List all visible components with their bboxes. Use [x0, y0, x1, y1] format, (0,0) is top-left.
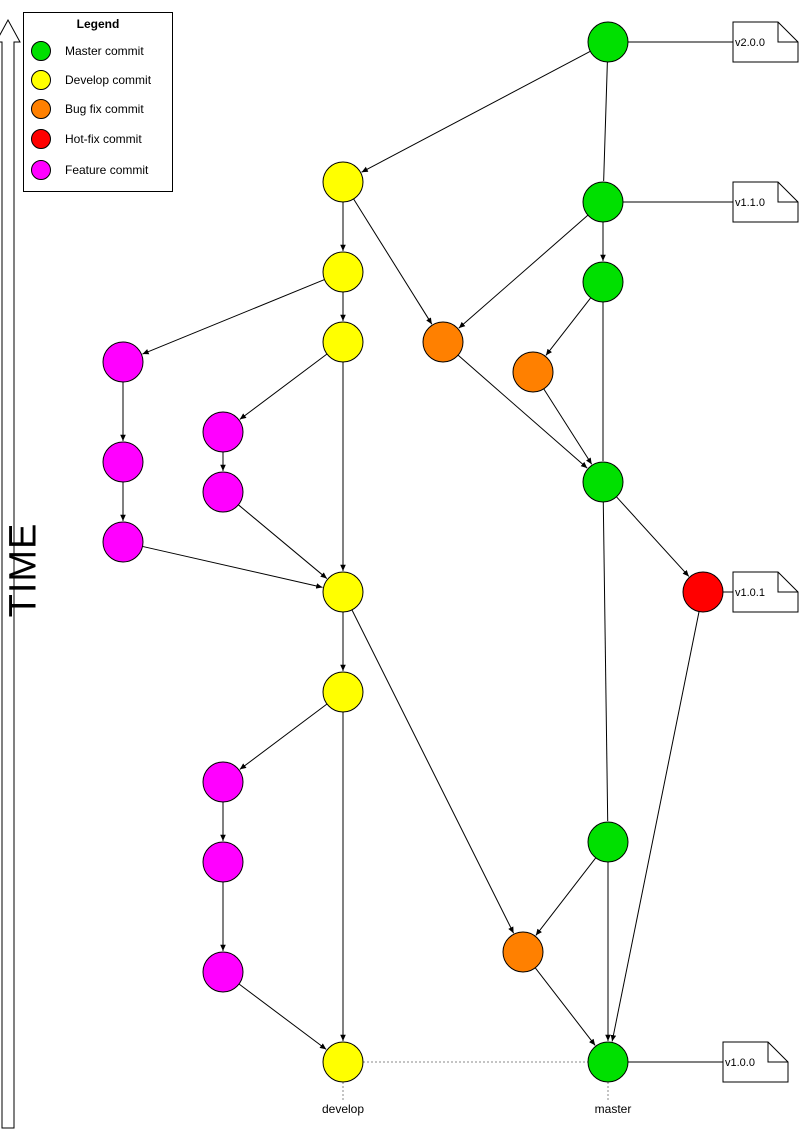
version-tag-label: v1.1.0 — [735, 197, 765, 209]
commit-edge — [238, 983, 327, 1050]
commit-edge — [142, 545, 323, 589]
commit-edge — [535, 857, 597, 936]
commit-edge — [239, 353, 328, 420]
note-fold — [777, 572, 798, 593]
legend-item-label: Hot-fix commit — [65, 132, 142, 146]
legend-item-label: Master commit — [65, 44, 144, 58]
legend-item-bugfix: Bug fix commit — [31, 98, 144, 120]
master-commit — [587, 821, 629, 863]
time-label: TIME — [2, 522, 45, 618]
version-tag-label: v2.0.0 — [735, 37, 765, 49]
note-shape — [732, 181, 799, 223]
commit-edge — [534, 967, 596, 1046]
bugfix-commit-swatch — [31, 99, 51, 119]
feature-commit — [202, 471, 244, 513]
commit-edge — [610, 611, 700, 1042]
legend-item-label: Feature commit — [65, 163, 149, 177]
bugfix-commit — [422, 321, 464, 363]
commit-edge — [238, 504, 328, 579]
develop-commit — [322, 321, 364, 363]
time-axis — [0, 18, 21, 1129]
version-tag-label: v1.0.1 — [735, 587, 765, 599]
note-shape — [722, 1041, 789, 1083]
master-commit — [582, 261, 624, 303]
commit-edge — [458, 214, 589, 329]
version-tag-note: v1.0.0 — [722, 1041, 789, 1083]
develop-commit — [322, 671, 364, 713]
master-commit — [582, 461, 624, 503]
version-tag-label: v1.0.0 — [725, 1057, 755, 1069]
commit-edges — [120, 50, 700, 1050]
note-fold — [767, 1042, 788, 1063]
feature-commit — [202, 951, 244, 993]
legend-title: Legend — [76, 17, 120, 31]
version-tag-note: v1.1.0 — [732, 181, 799, 223]
note-shape — [732, 571, 799, 613]
version-tags: v2.0.0 v1.1.0 v1.0.1 v1.0.0 — [623, 21, 799, 1083]
develop-commit — [322, 251, 364, 293]
master-commit — [587, 1041, 629, 1083]
commit-edge — [543, 388, 593, 465]
hotfix-commit-swatch — [31, 129, 51, 149]
commit-edge — [239, 703, 328, 770]
feature-commit-swatch — [31, 160, 51, 180]
bugfix-commit — [502, 931, 544, 973]
develop-branch-label: develop — [322, 1102, 364, 1116]
hotfix-commit — [682, 571, 724, 613]
commit-edge — [353, 198, 433, 325]
note-fold — [777, 182, 798, 203]
commit-edge — [603, 61, 608, 182]
dotted-connectors — [342, 1061, 609, 1102]
legend-item-label: Develop commit — [65, 73, 152, 87]
legend-item-hotfix: Hot-fix commit — [31, 128, 142, 150]
commit-edge — [545, 297, 592, 356]
master-commit — [582, 181, 624, 223]
develop-commit — [322, 571, 364, 613]
version-tag-note: v2.0.0 — [732, 21, 799, 63]
feature-commit — [202, 841, 244, 883]
develop-commit-swatch — [31, 70, 51, 90]
commit-edge — [351, 609, 515, 934]
note-fold — [777, 22, 798, 43]
master-branch-label: master — [595, 1102, 632, 1116]
feature-commit — [202, 761, 244, 803]
legend-item-develop: Develop commit — [31, 69, 151, 91]
develop-commit — [322, 1041, 364, 1083]
master-commit — [587, 21, 629, 63]
feature-commit — [102, 341, 144, 383]
legend-item-master: Master commit — [31, 40, 144, 62]
legend-item-label: Bug fix commit — [65, 102, 144, 116]
commit-edge — [361, 50, 591, 173]
develop-commit — [322, 161, 364, 203]
commit-edge — [457, 354, 588, 469]
feature-commit — [102, 441, 144, 483]
commit-edge — [616, 496, 690, 577]
version-tag-note: v1.0.1 — [732, 571, 799, 613]
legend-item-feature: Feature commit — [31, 159, 148, 181]
commit-nodes — [102, 21, 724, 1083]
feature-commit — [102, 521, 144, 563]
branch-labels: develop master — [322, 1102, 631, 1116]
commit-edge — [142, 279, 325, 355]
feature-commit — [202, 411, 244, 453]
master-commit-swatch — [31, 41, 51, 61]
note-shape — [732, 21, 799, 63]
commit-edge — [602, 501, 609, 822]
bugfix-commit — [512, 351, 554, 393]
legend: Legend Master commit Develop commit Bug … — [23, 12, 173, 192]
